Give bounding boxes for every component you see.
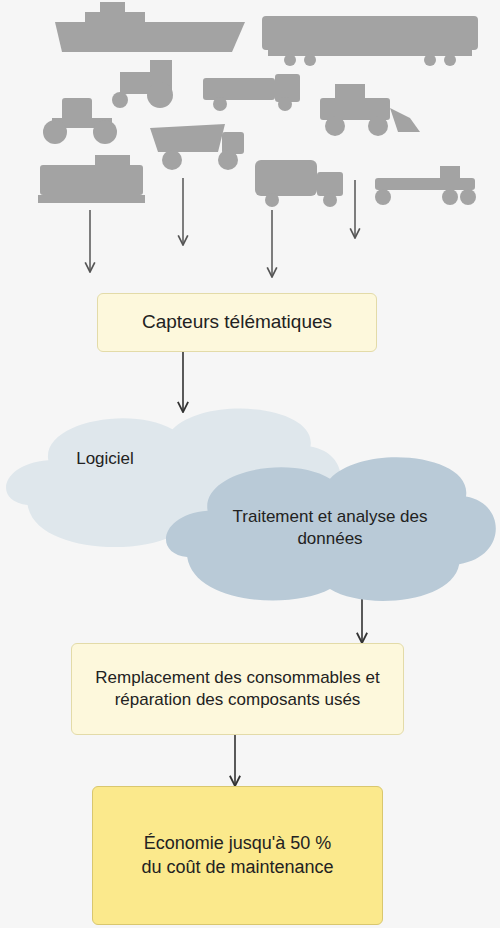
cloud-outline xyxy=(166,457,496,601)
processing-cloud: Traitement et analyse des données xyxy=(160,436,500,614)
node-text: Traitement et analyse des données xyxy=(210,506,450,550)
node-text: Logiciel xyxy=(45,448,165,470)
maintenance-box: Remplacement des consommables et réparat… xyxy=(71,643,404,735)
saving-box: Économie jusqu'à 50 % du coût de mainten… xyxy=(92,786,383,925)
flow-arrow xyxy=(182,352,184,412)
flow-arrow xyxy=(234,735,236,786)
node-text: Remplacement des consommables et réparat… xyxy=(84,667,391,711)
node-text: Économie jusqu'à 50 % du coût de mainten… xyxy=(138,832,338,879)
sensor-box: Capteurs télématiques xyxy=(97,293,377,352)
node-text: Capteurs télématiques xyxy=(142,310,332,335)
flow-arrow xyxy=(361,596,363,643)
